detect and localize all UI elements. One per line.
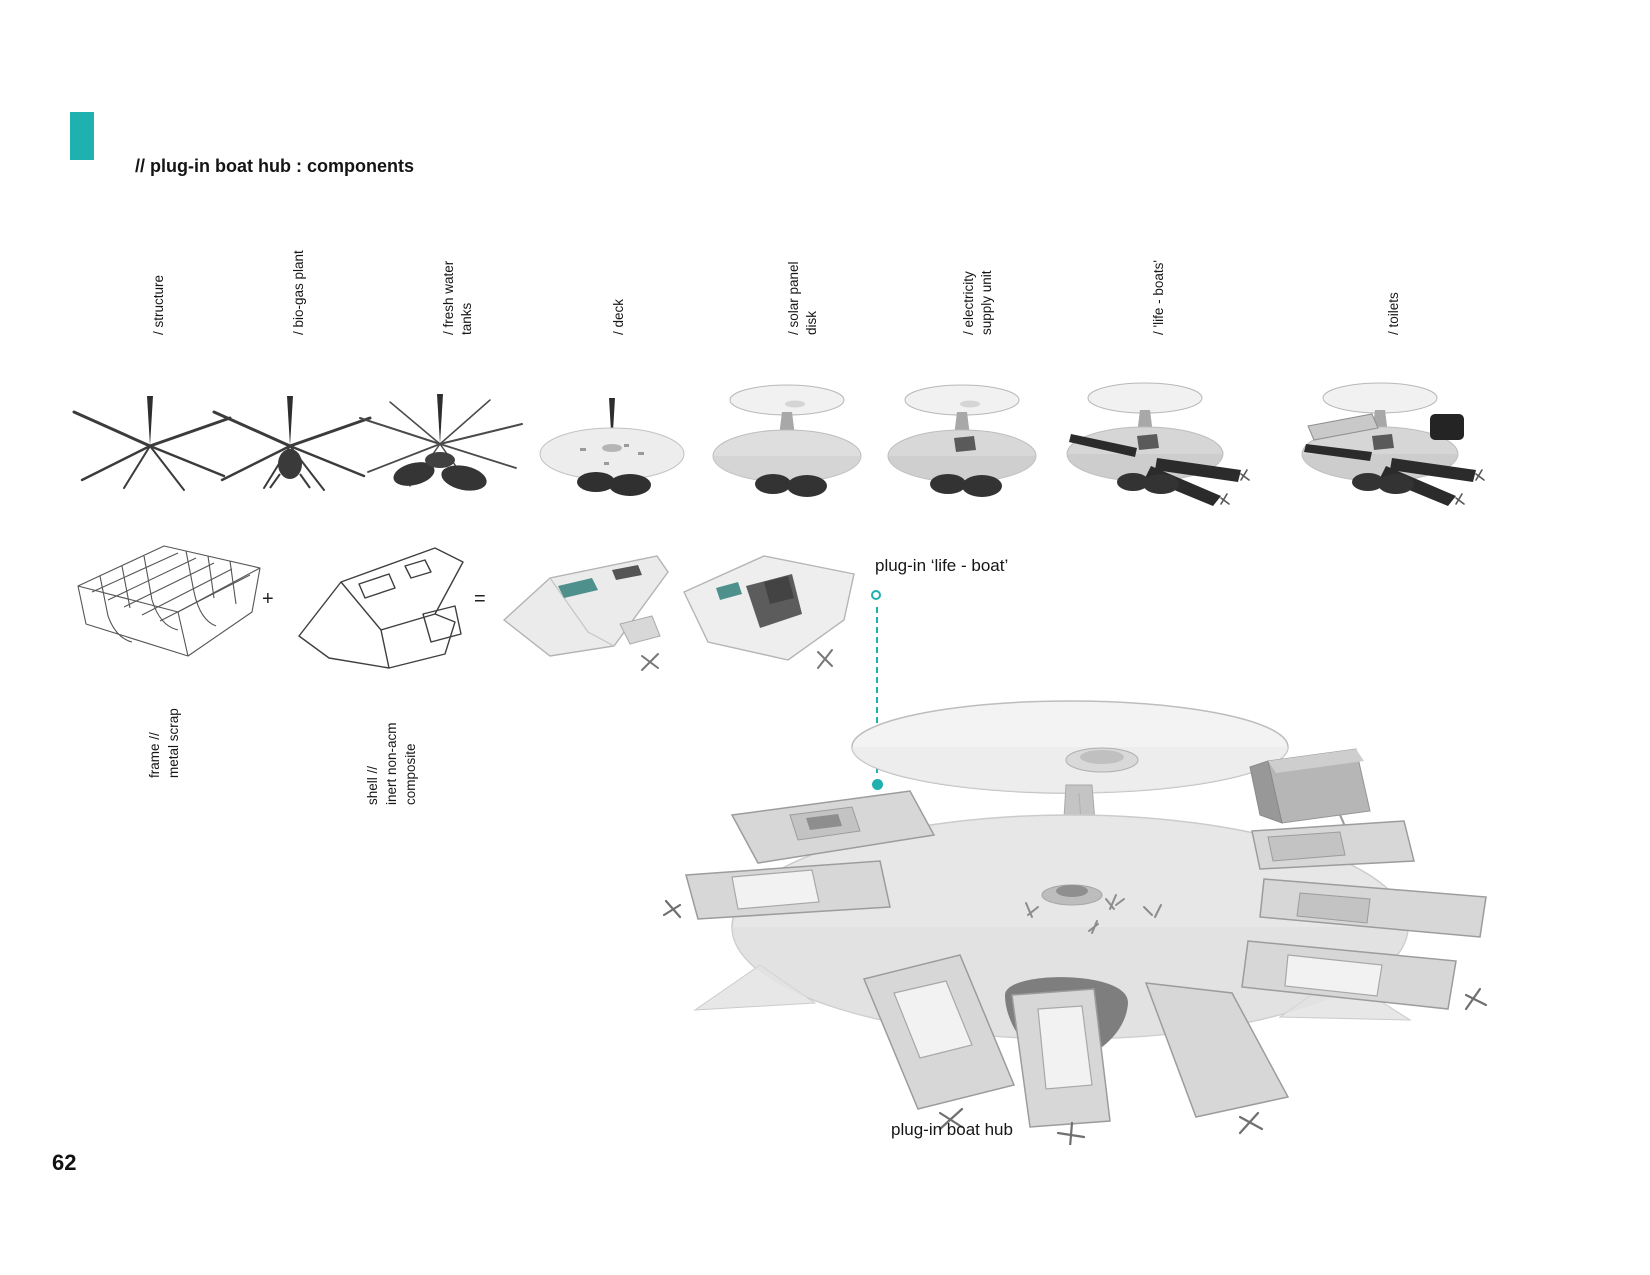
callout-dashed-line: [876, 607, 878, 773]
component-electricity-supply-unit: / electricity supply unit: [870, 195, 1050, 510]
component-fresh-water-tanks: / fresh water tanks: [350, 195, 530, 510]
shell-label: shell // inert non-acm composite: [365, 722, 418, 805]
component-label-solar-panel: / solar panel disk: [786, 261, 820, 335]
solar-panel-disk-illustration: [712, 384, 862, 497]
accent-bar: [70, 112, 94, 160]
toilets-illustration: [1301, 382, 1485, 506]
component-bio-gas-plant: / bio-gas plant: [200, 195, 380, 510]
component-label-toilets: / toilets: [1386, 292, 1401, 335]
component-label-deck: / deck: [611, 298, 626, 335]
component-label-bio-gas: / bio-gas plant: [291, 250, 306, 335]
callout-dot-open: [871, 590, 881, 600]
page-title: // plug-in boat hub : components: [135, 156, 414, 176]
boat-render-1: [502, 555, 669, 671]
life-boats-illustration: [1066, 382, 1250, 506]
bio-gas-plant-illustration: [212, 396, 372, 491]
callout-connector: [870, 590, 884, 790]
plus-operator: +: [262, 588, 274, 610]
component-deck: / deck: [520, 195, 700, 510]
component-label-life-boats: / 'life - boats': [1151, 260, 1166, 335]
deck-illustration: [539, 398, 685, 496]
component-label-electricity: / electricity supply unit: [961, 270, 995, 335]
component-toilets: / toilets: [1280, 195, 1490, 510]
page-number: 62: [52, 1150, 77, 1175]
component-structure: / structure: [60, 195, 240, 510]
equals-operator: =: [474, 588, 486, 610]
component-label-structure: / structure: [151, 274, 166, 335]
shell-illustration: [298, 547, 464, 669]
life-boat-callout-label: plug-in ‘life - boat’: [875, 556, 1009, 575]
callout-dot-filled: [872, 779, 883, 790]
boat-render-2: [683, 555, 855, 669]
component-life-boats: / 'life - boats': [1045, 195, 1255, 510]
hub-caption: plug-in boat hub: [891, 1120, 1013, 1139]
fresh-water-tanks-illustration: [359, 394, 523, 491]
frame-label: frame // metal scrap: [147, 708, 181, 778]
component-label-fresh-water: / fresh water tanks: [441, 260, 475, 335]
structure-illustration: [72, 396, 232, 491]
electricity-supply-unit-illustration: [887, 384, 1037, 497]
frame-illustration: [77, 545, 261, 657]
component-solar-panel-disk: / solar panel disk: [695, 195, 875, 510]
hub-illustration: [662, 700, 1488, 1145]
